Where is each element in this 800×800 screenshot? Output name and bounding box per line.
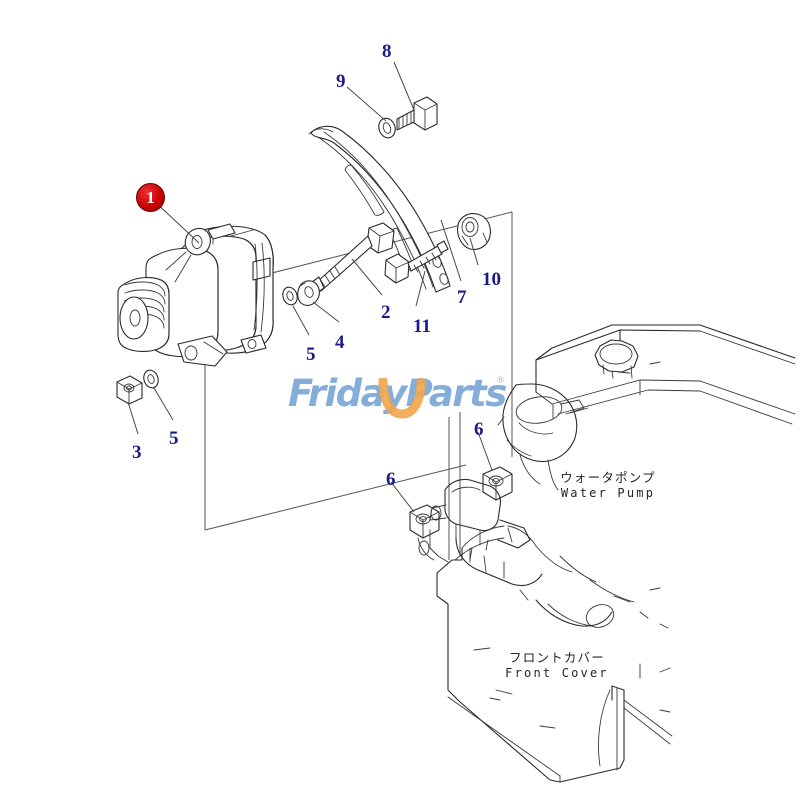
- collar-bushing-6-upper: [482, 466, 513, 501]
- annotation-water-pump-jp: ウォータポンプ: [560, 470, 656, 485]
- callout-label-2[interactable]: 2: [381, 302, 391, 323]
- nut-3: [116, 375, 143, 405]
- callout-label-9[interactable]: 9: [336, 71, 346, 92]
- spring-washer-4: [297, 280, 320, 306]
- short-bolt-11: [384, 240, 449, 284]
- annotation-water-pump-en: Water Pump: [560, 485, 656, 500]
- plain-washer-5-lower: [143, 369, 159, 389]
- annotation-front-cover-jp: フロントカバー: [509, 650, 605, 665]
- annotation-front-cover-en: Front Cover: [505, 665, 609, 680]
- collar-bushing-6-lower: [409, 504, 440, 539]
- callout-label-8[interactable]: 8: [382, 41, 392, 62]
- alternator-body: [117, 223, 274, 367]
- callout-label-11[interactable]: 11: [413, 316, 431, 337]
- long-bolt-2: [311, 222, 395, 294]
- callout-label-3[interactable]: 3: [132, 442, 142, 463]
- adjusting-strap: [308, 125, 451, 293]
- washer-9: [378, 117, 396, 139]
- nut-collar-10: [457, 213, 491, 250]
- callout-badge-1[interactable]: 1: [136, 183, 165, 212]
- plain-washer-5-upper: [282, 286, 298, 306]
- callout-label-5-upper[interactable]: 5: [306, 344, 316, 365]
- callout-label-5-lower[interactable]: 5: [169, 428, 179, 449]
- engine-block-assembly: [417, 324, 796, 783]
- annotation-front-cover: フロントカバー Front Cover: [505, 650, 609, 681]
- callout-label-10[interactable]: 10: [482, 269, 501, 290]
- annotation-water-pump: ウォータポンプ Water Pump: [560, 470, 656, 501]
- bolt-8: [396, 96, 438, 131]
- callout-label-4[interactable]: 4: [335, 332, 345, 353]
- callout-label-7[interactable]: 7: [457, 287, 467, 308]
- callout-label-6-upper[interactable]: 6: [474, 419, 484, 440]
- callout-label-6-lower[interactable]: 6: [386, 469, 396, 490]
